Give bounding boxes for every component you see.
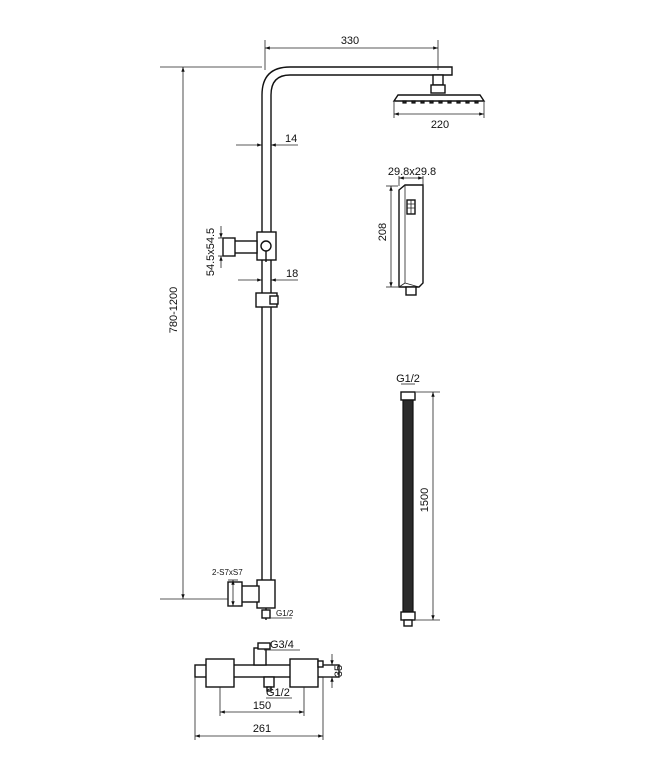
label-bracket-size: 54.5x54.5	[205, 228, 217, 276]
label-center-distance: 150	[253, 700, 271, 712]
hand-shower	[398, 184, 424, 296]
riser-bracket	[255, 292, 279, 308]
dim-outlet-thread: G3/4	[264, 639, 300, 651]
dim-mixer-height: 35	[323, 654, 345, 688]
label-slider-size: 18	[286, 268, 298, 280]
label-wall-fitting: 2-S7xS7	[212, 568, 243, 577]
head-neck	[430, 84, 446, 94]
dim-inlet-thread: G1/2	[266, 609, 294, 619]
dim-hose-length: 1500	[416, 391, 440, 621]
dim-handshower-length: 208	[377, 185, 398, 288]
label-pipe-diameter: 14	[285, 133, 297, 145]
label-mixer-length: 261	[253, 723, 271, 735]
label-height-range: 780-1200	[168, 287, 180, 334]
dim-handshower-section: 29.8x29.8	[388, 166, 436, 186]
slider-holder	[222, 231, 277, 262]
mixer-valve	[194, 642, 340, 692]
dim-bracket-size: 54.5x54.5	[205, 226, 232, 276]
label-mixer-height: 35	[333, 665, 345, 677]
bottom-elbow	[227, 579, 276, 620]
label-head-width: 220	[431, 119, 449, 131]
dim-arm-length: 330	[264, 35, 439, 70]
shower-hose	[400, 391, 416, 627]
arm-connector	[432, 74, 444, 86]
dim-slider-size: 18	[238, 268, 298, 282]
label-outlet-thread: G3/4	[270, 639, 294, 651]
label-handshower-section: 29.8x29.8	[388, 166, 436, 178]
label-hose-length: 1500	[419, 488, 431, 512]
label-handshower-length: 208	[377, 223, 389, 241]
dim-hose-thread: G1/2	[396, 373, 420, 385]
dim-mixer-thread: G1/2	[266, 687, 292, 699]
label-hose-thread: G1/2	[396, 373, 420, 385]
dim-pipe-diameter: 14	[236, 133, 298, 147]
shower-head	[392, 94, 486, 104]
dim-wall-fitting: 2-S7xS7	[212, 568, 243, 607]
shower-column	[261, 66, 453, 591]
dim-head-width: 220	[393, 102, 485, 131]
riser-pipe	[261, 66, 453, 591]
label-inlet-thread: G1/2	[276, 609, 294, 618]
dim-height-range: 780-1200	[160, 66, 262, 600]
dim-mixer-length: 261	[194, 677, 324, 740]
label-mixer-thread: G1/2	[266, 687, 290, 699]
label-arm-length: 330	[341, 35, 359, 47]
dim-center-distance: 150	[219, 687, 305, 716]
